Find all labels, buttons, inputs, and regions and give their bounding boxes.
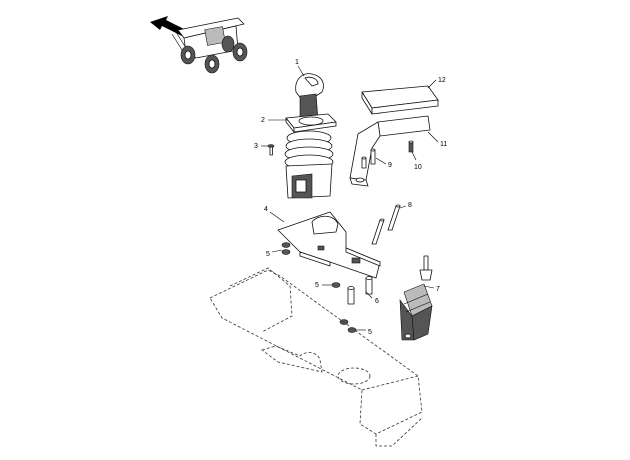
joystick-flange [285, 113, 337, 133]
leader-lines [261, 65, 439, 331]
pin-8 [371, 204, 401, 245]
callout-9: 9 [388, 162, 392, 169]
nut-5a [281, 242, 291, 255]
callout-5a: 5 [266, 251, 270, 258]
callout-3: 3 [254, 143, 258, 150]
callout-5c: 5 [368, 329, 372, 336]
callout-6: 6 [375, 298, 379, 305]
console-outline [209, 267, 423, 447]
callout-5b: 5 [315, 282, 319, 289]
joystick-handle [295, 73, 324, 123]
bracket [349, 115, 431, 187]
callout-2: 2 [261, 117, 265, 124]
telehandler-icon [171, 17, 248, 74]
pin-9 [361, 148, 376, 169]
screw-3 [267, 144, 275, 156]
callout-1: 1 [295, 59, 299, 66]
joystick-body [284, 130, 334, 199]
callout-10: 10 [414, 164, 422, 171]
callout-4: 4 [264, 206, 268, 213]
nut-5b [331, 282, 341, 288]
callout-12: 12 [438, 77, 446, 84]
mounting-plate [277, 211, 381, 279]
control-valve [399, 255, 433, 341]
cover-pad [361, 85, 439, 115]
spacer-6 [347, 276, 373, 305]
callout-11: 11 [440, 141, 447, 148]
pin-10 [408, 140, 414, 153]
callout-8: 8 [408, 202, 412, 209]
callout-7: 7 [436, 286, 440, 293]
arrow-left-icon [150, 16, 186, 36]
